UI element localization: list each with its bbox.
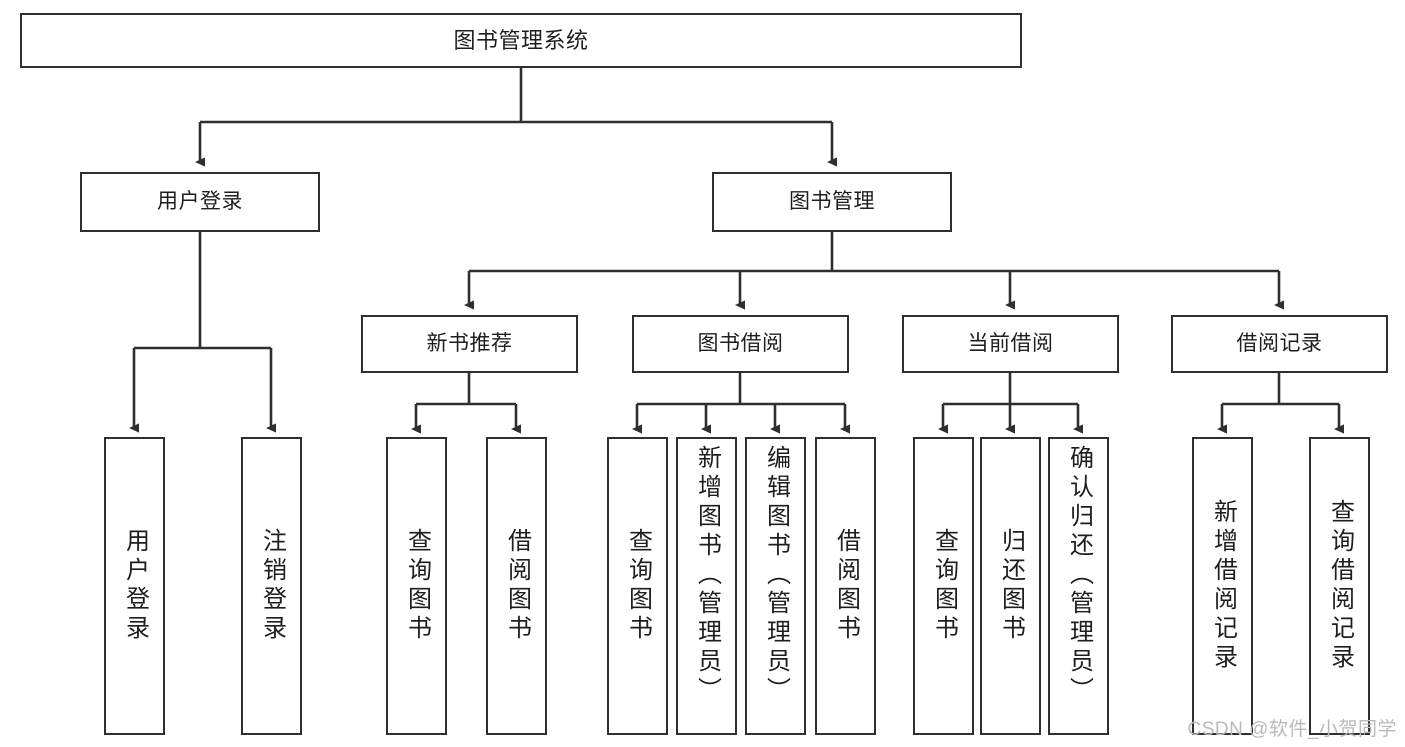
node-leaf-confirm-return-label: 确认归还（管理员） <box>1065 445 1093 706</box>
node-user-login[interactable]: 用户登录 <box>80 172 320 232</box>
node-root[interactable]: 图书管理系统 <box>20 13 1022 68</box>
node-book-management-label: 图书管理 <box>789 189 875 213</box>
node-leaf-query-book-1[interactable]: 查询图书 <box>386 437 447 735</box>
node-leaf-logout[interactable]: 注销登录 <box>241 437 302 735</box>
node-root-label: 图书管理系统 <box>453 27 589 53</box>
node-leaf-logout-label: 注销登录 <box>258 528 286 644</box>
node-book-borrow[interactable]: 图书借阅 <box>632 315 849 373</box>
node-leaf-query-book-3[interactable]: 查询图书 <box>913 437 974 735</box>
node-new-book-recommend[interactable]: 新书推荐 <box>361 315 578 373</box>
node-leaf-confirm-return[interactable]: 确认归还（管理员） <box>1048 437 1109 735</box>
node-current-borrow-label: 当前借阅 <box>967 331 1054 355</box>
node-leaf-user-login-label: 用户登录 <box>121 528 149 644</box>
node-leaf-borrow-book-1-label: 借阅图书 <box>503 528 531 644</box>
node-leaf-query-book-2[interactable]: 查询图书 <box>607 437 668 735</box>
node-leaf-add-record-label: 新增借阅记录 <box>1209 499 1237 673</box>
node-leaf-return-book[interactable]: 归还图书 <box>980 437 1041 735</box>
node-leaf-query-book-2-label: 查询图书 <box>624 528 652 644</box>
node-leaf-borrow-book-2-label: 借阅图书 <box>832 528 860 644</box>
node-current-borrow[interactable]: 当前借阅 <box>902 315 1119 373</box>
node-user-login-label: 用户登录 <box>157 189 243 213</box>
node-leaf-add-book[interactable]: 新增图书（管理员） <box>676 437 737 735</box>
node-book-borrow-label: 图书借阅 <box>697 331 784 355</box>
node-leaf-borrow-book-1[interactable]: 借阅图书 <box>486 437 547 735</box>
node-borrow-record[interactable]: 借阅记录 <box>1171 315 1388 373</box>
csdn-watermark: CSDN @软件_小贺同学 <box>1187 719 1397 740</box>
node-leaf-add-book-label: 新增图书（管理员） <box>693 445 721 706</box>
node-leaf-add-record[interactable]: 新增借阅记录 <box>1192 437 1253 735</box>
node-borrow-record-label: 借阅记录 <box>1236 331 1323 355</box>
node-leaf-edit-book-label: 编辑图书（管理员） <box>762 445 790 706</box>
node-leaf-return-book-label: 归还图书 <box>997 528 1025 644</box>
node-new-book-recommend-label: 新书推荐 <box>426 331 513 355</box>
node-leaf-user-login[interactable]: 用户登录 <box>104 437 165 735</box>
node-leaf-query-record[interactable]: 查询借阅记录 <box>1309 437 1370 735</box>
node-book-management[interactable]: 图书管理 <box>712 172 952 232</box>
node-leaf-query-record-label: 查询借阅记录 <box>1326 499 1354 673</box>
node-leaf-edit-book[interactable]: 编辑图书（管理员） <box>745 437 806 735</box>
node-leaf-query-book-3-label: 查询图书 <box>930 528 958 644</box>
node-leaf-borrow-book-2[interactable]: 借阅图书 <box>815 437 876 735</box>
node-leaf-query-book-1-label: 查询图书 <box>403 528 431 644</box>
